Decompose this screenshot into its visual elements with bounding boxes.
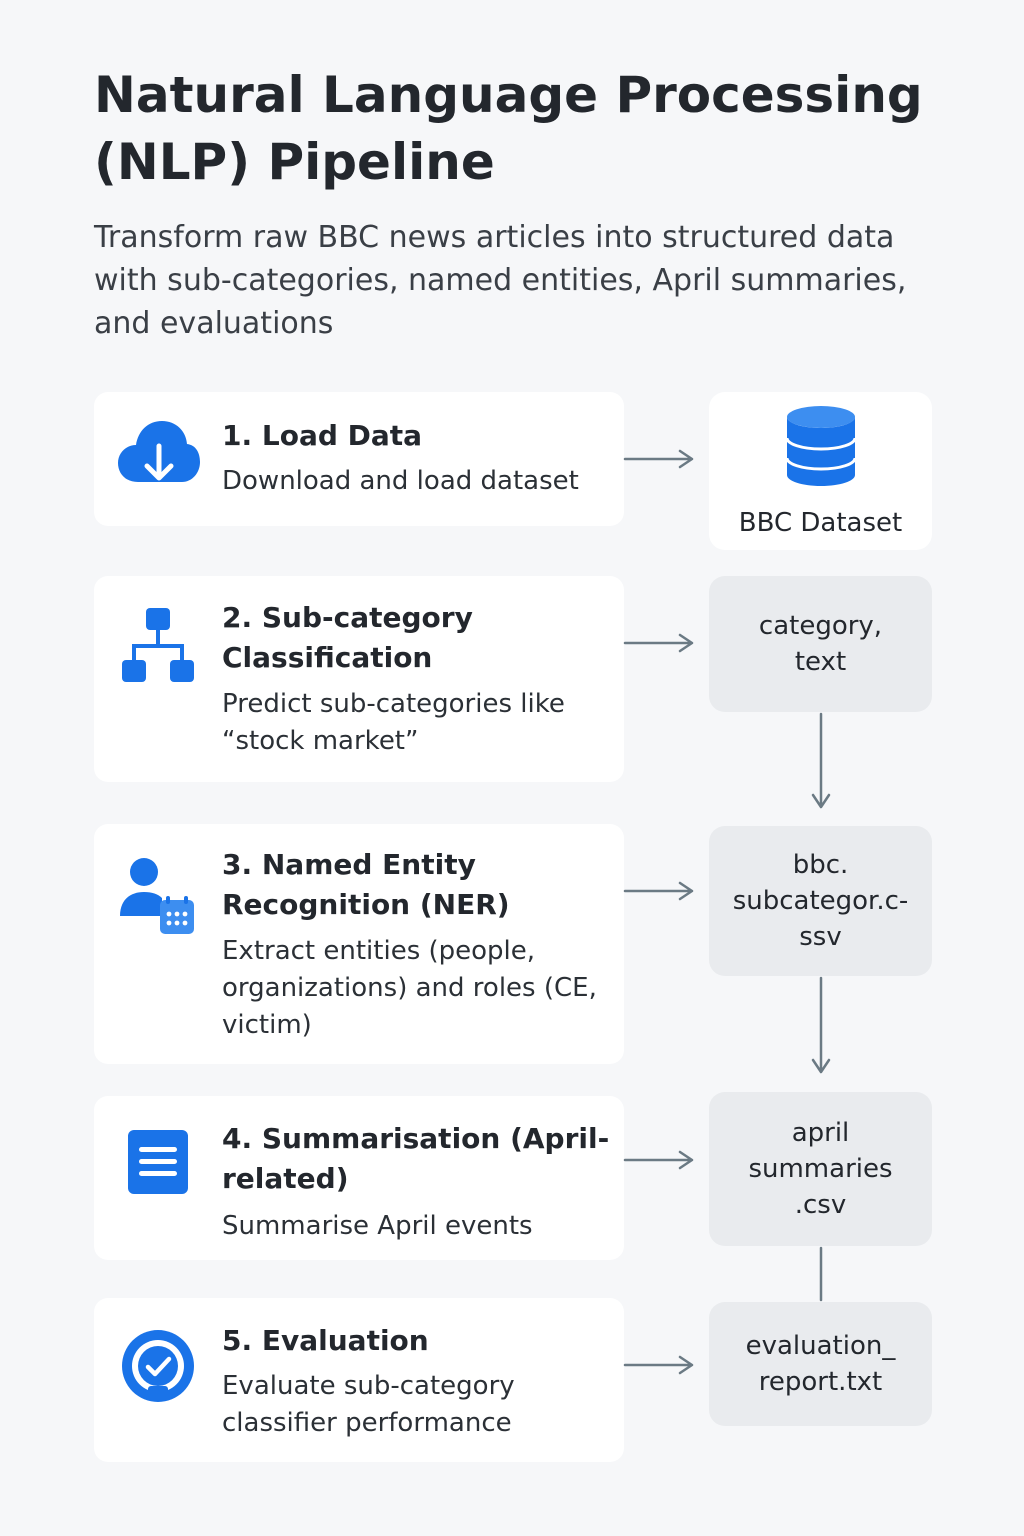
output-label: evaluation_ report.txt [745,1331,896,1397]
arrow-category-to-subcategory [811,712,831,809]
output-label: BBC Dataset [738,508,903,538]
step-card-evaluation: 5. Evaluation Evaluate sub-category clas… [94,1298,624,1462]
step-title: 1. Load Data [222,419,423,452]
step-description: Evaluate sub-category classifier perform… [222,1371,515,1438]
step-description: Predict sub-categories like “stock marke… [222,689,565,756]
step-title: 4. Summarisation (April-related) [222,1122,610,1195]
hierarchy-icon [120,606,196,690]
arrow-step5-to-report [623,1355,694,1375]
output-evaluation-report: evaluation_ report.txt [709,1302,932,1426]
output-bbc-dataset: BBC Dataset [709,392,932,550]
gauge-check-icon [120,1328,196,1408]
document-lines-icon [126,1128,190,1200]
page-subtitle: Transform raw BBC news articles into str… [94,220,907,341]
output-category-text: category, text [709,576,932,712]
arrow-step4-to-summaries [623,1150,694,1170]
database-icon [785,405,857,497]
output-label: bbc. subcategor.c- ssv [732,850,909,952]
person-calendar-icon [116,856,196,942]
step-card-subcategory-classification: 2. Sub-category Classification Predict s… [94,576,624,782]
step-title: 3. Named Entity Recognition (NER) [222,848,510,921]
arrow-subcategory-to-summaries [811,976,831,1074]
step-title: 2. Sub-category Classification [222,601,473,674]
step-description: Download and load dataset [222,466,579,496]
step-card-load-data: 1. Load Data Download and load dataset [94,392,624,526]
output-label: april summaries .csv [748,1118,893,1220]
page-title: Natural Language Processing (NLP) Pipeli… [94,66,923,191]
arrow-step1-to-dataset [623,449,694,469]
output-label: category, text [758,611,883,677]
step-card-named-entity-recognition: 3. Named Entity Recognition (NER) Extrac… [94,824,624,1064]
step-description: Summarise April events [222,1211,533,1241]
arrow-step3-to-subcategory [623,881,694,901]
cloud-download-icon [116,416,202,500]
output-april-summaries-csv: april summaries .csv [709,1092,932,1246]
step-card-summarisation: 4. Summarisation (April-related) Summari… [94,1096,624,1260]
step-title: 5. Evaluation [222,1324,429,1357]
output-bbc-subcategory-csv: bbc. subcategor.c- ssv [709,826,932,976]
arrow-step2-to-category [623,633,694,653]
step-description: Extract entities (people, organizations)… [222,936,597,1040]
